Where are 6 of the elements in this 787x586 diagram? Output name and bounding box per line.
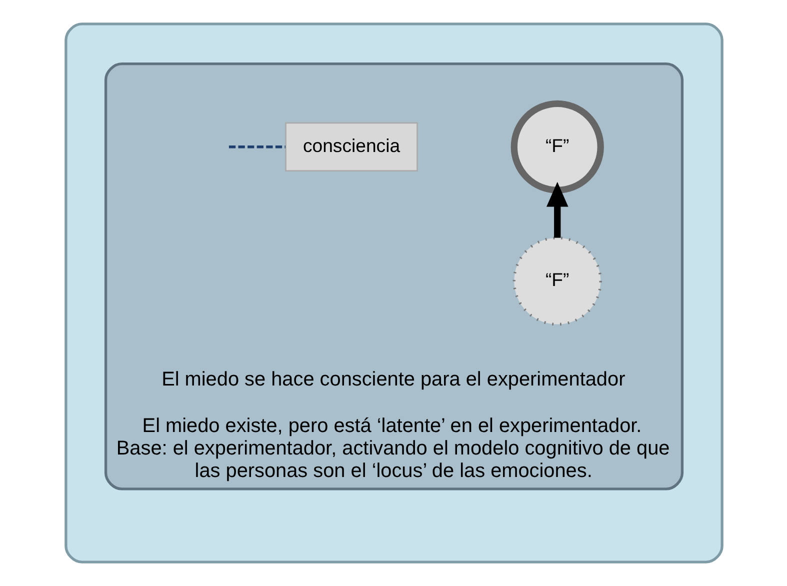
cluster bbox=[64, 22, 723, 564]
node-circle: “F” bbox=[512, 236, 602, 326]
node-circle: “F” bbox=[510, 100, 604, 194]
connector bbox=[228, 146, 285, 148]
arrow bbox=[546, 182, 568, 238]
node-box: consciencia bbox=[284, 122, 418, 172]
